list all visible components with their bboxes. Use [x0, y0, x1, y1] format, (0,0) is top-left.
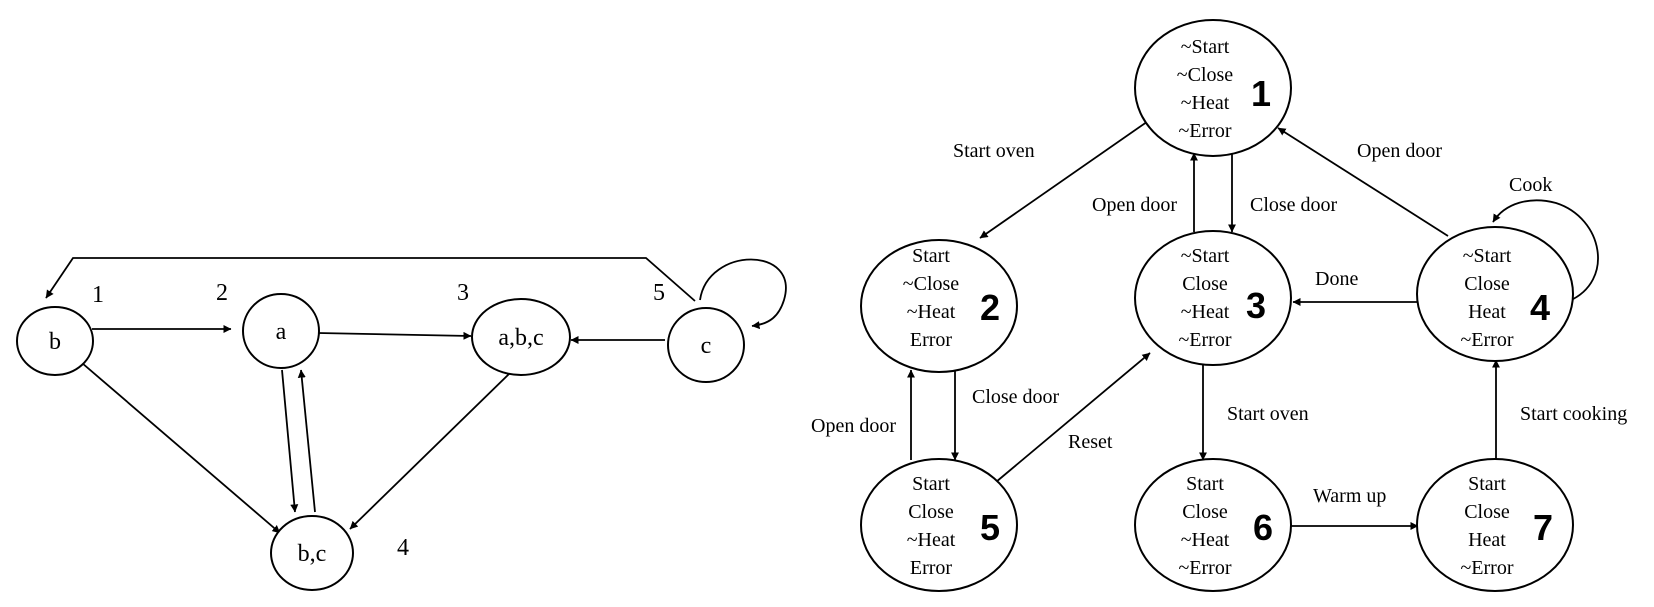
state-circle: [1416, 458, 1574, 592]
state-number: 1: [1251, 73, 1271, 114]
node-number: 3: [457, 280, 469, 306]
node-number: 5: [653, 280, 665, 306]
state-circle: [1134, 458, 1292, 592]
transition-label-cook: Cook: [1509, 174, 1552, 196]
state-number: 3: [1246, 285, 1266, 326]
transition-label-reset: Reset: [1068, 431, 1113, 453]
node-label: a: [276, 319, 287, 345]
edge-5-self-loop: [699, 258, 787, 330]
state-4: ~Start Close Heat ~Error 4: [1416, 226, 1574, 362]
state-line: ~Start: [1181, 245, 1230, 267]
state-circle: [1416, 226, 1574, 362]
left-node-4: b,c 4: [270, 515, 409, 591]
edge-3-to-4: [349, 372, 511, 530]
state-circle: [1134, 19, 1292, 157]
edge-5-to-1: [45, 257, 696, 302]
state-line: ~Error: [1178, 557, 1231, 579]
transition-label-start-cooking: Start cooking: [1520, 403, 1627, 425]
transition-label-close-door-2-5: Close door: [972, 386, 1060, 408]
state-line: ~Start: [1463, 245, 1512, 267]
transition-1-to-2: [979, 109, 1165, 239]
state-line: ~Error: [1460, 329, 1513, 351]
transition-label-done: Done: [1315, 268, 1358, 290]
state-line: ~Close: [903, 273, 960, 295]
left-node-3: a,b,c 3: [457, 280, 571, 376]
state-3: ~Start Close ~Heat ~Error 3: [1134, 230, 1292, 366]
state-line: Start: [912, 473, 950, 495]
edge-2-to-3: [317, 331, 472, 340]
state-6: Start Close ~Heat ~Error 6: [1134, 458, 1292, 592]
transition-label-start-oven-3-6: Start oven: [1227, 403, 1309, 425]
state-line: ~Error: [1178, 120, 1231, 142]
state-number: 6: [1253, 507, 1273, 548]
left-graph: b 1 a 2 a,b,c 3 b,c 4 c 5: [16, 257, 787, 591]
edge-4-to-2: [297, 369, 316, 513]
state-line: Error: [910, 557, 953, 579]
state-line: Close: [1464, 501, 1510, 523]
state-line: ~Error: [1178, 329, 1231, 351]
state-number: 4: [1530, 287, 1550, 328]
right-transition-labels: Start oven Open door Close door Open doo…: [811, 140, 1627, 507]
state-line: Error: [910, 329, 953, 351]
node-number: 2: [216, 280, 228, 306]
node-circle: [242, 293, 320, 369]
state-line: Close: [1182, 501, 1228, 523]
node-circle: [471, 298, 571, 376]
state-2: Start ~Close ~Heat Error 2: [860, 239, 1018, 373]
transition-4-to-1: [1277, 127, 1449, 237]
left-node-2: a 2: [216, 280, 320, 369]
node-label: a,b,c: [498, 325, 543, 351]
state-line: ~Heat: [907, 529, 956, 551]
transition-label-open-door-5-2: Open door: [811, 415, 896, 437]
node-number: 1: [92, 282, 104, 308]
transition-label-warm-up: Warm up: [1313, 485, 1386, 507]
state-line: Heat: [1468, 301, 1506, 323]
state-number: 5: [980, 507, 1000, 548]
state-line: ~Heat: [1181, 92, 1230, 114]
transition-5-to-3: [995, 352, 1151, 483]
node-label: c: [701, 333, 712, 359]
state-line: Start: [1186, 473, 1224, 495]
state-line: ~Heat: [1181, 301, 1230, 323]
state-line: ~Close: [1177, 64, 1234, 86]
transition-4-self-loop: [1492, 199, 1599, 302]
transition-label-close-door-1-3: Close door: [1250, 194, 1338, 216]
state-line: ~Error: [1460, 557, 1513, 579]
state-line: Start: [1468, 473, 1506, 495]
state-circle: [860, 239, 1018, 373]
right-transitions: [907, 109, 1599, 530]
left-node-5: c 5: [653, 280, 745, 383]
node-number: 4: [397, 535, 409, 561]
transition-label-start-oven-1-2: Start oven: [953, 140, 1035, 162]
left-edges: [45, 257, 787, 534]
transition-label-open-door-4-1: Open door: [1357, 140, 1442, 162]
state-line: Close: [1464, 273, 1510, 295]
transition-label-open-door-3-1: Open door: [1092, 194, 1177, 216]
state-1: ~Start ~Close ~Heat ~Error 1: [1134, 19, 1292, 157]
node-label: b: [49, 329, 61, 355]
node-circle: [16, 306, 94, 376]
state-line: Close: [1182, 273, 1228, 295]
state-5: Start Close ~Heat Error 5: [860, 458, 1018, 592]
state-number: 7: [1533, 507, 1553, 548]
state-circle: [1134, 230, 1292, 366]
state-number: 2: [980, 287, 1000, 328]
left-node-1: b 1: [16, 282, 104, 376]
state-7: Start Close Heat ~Error 7: [1416, 458, 1574, 592]
node-circle: [270, 515, 354, 591]
state-circle: [860, 458, 1018, 592]
edge-2-to-4: [281, 369, 299, 513]
state-line: ~Heat: [907, 301, 956, 323]
node-circle: [667, 307, 745, 383]
state-line: ~Start: [1181, 36, 1230, 58]
right-graph: Start oven Open door Close door Open doo…: [811, 19, 1627, 592]
node-label: b,c: [298, 541, 327, 567]
state-line: Heat: [1468, 529, 1506, 551]
state-line: ~Heat: [1181, 529, 1230, 551]
edge-1-to-4: [81, 362, 281, 534]
state-line: Close: [908, 501, 954, 523]
state-line: Start: [912, 245, 950, 267]
